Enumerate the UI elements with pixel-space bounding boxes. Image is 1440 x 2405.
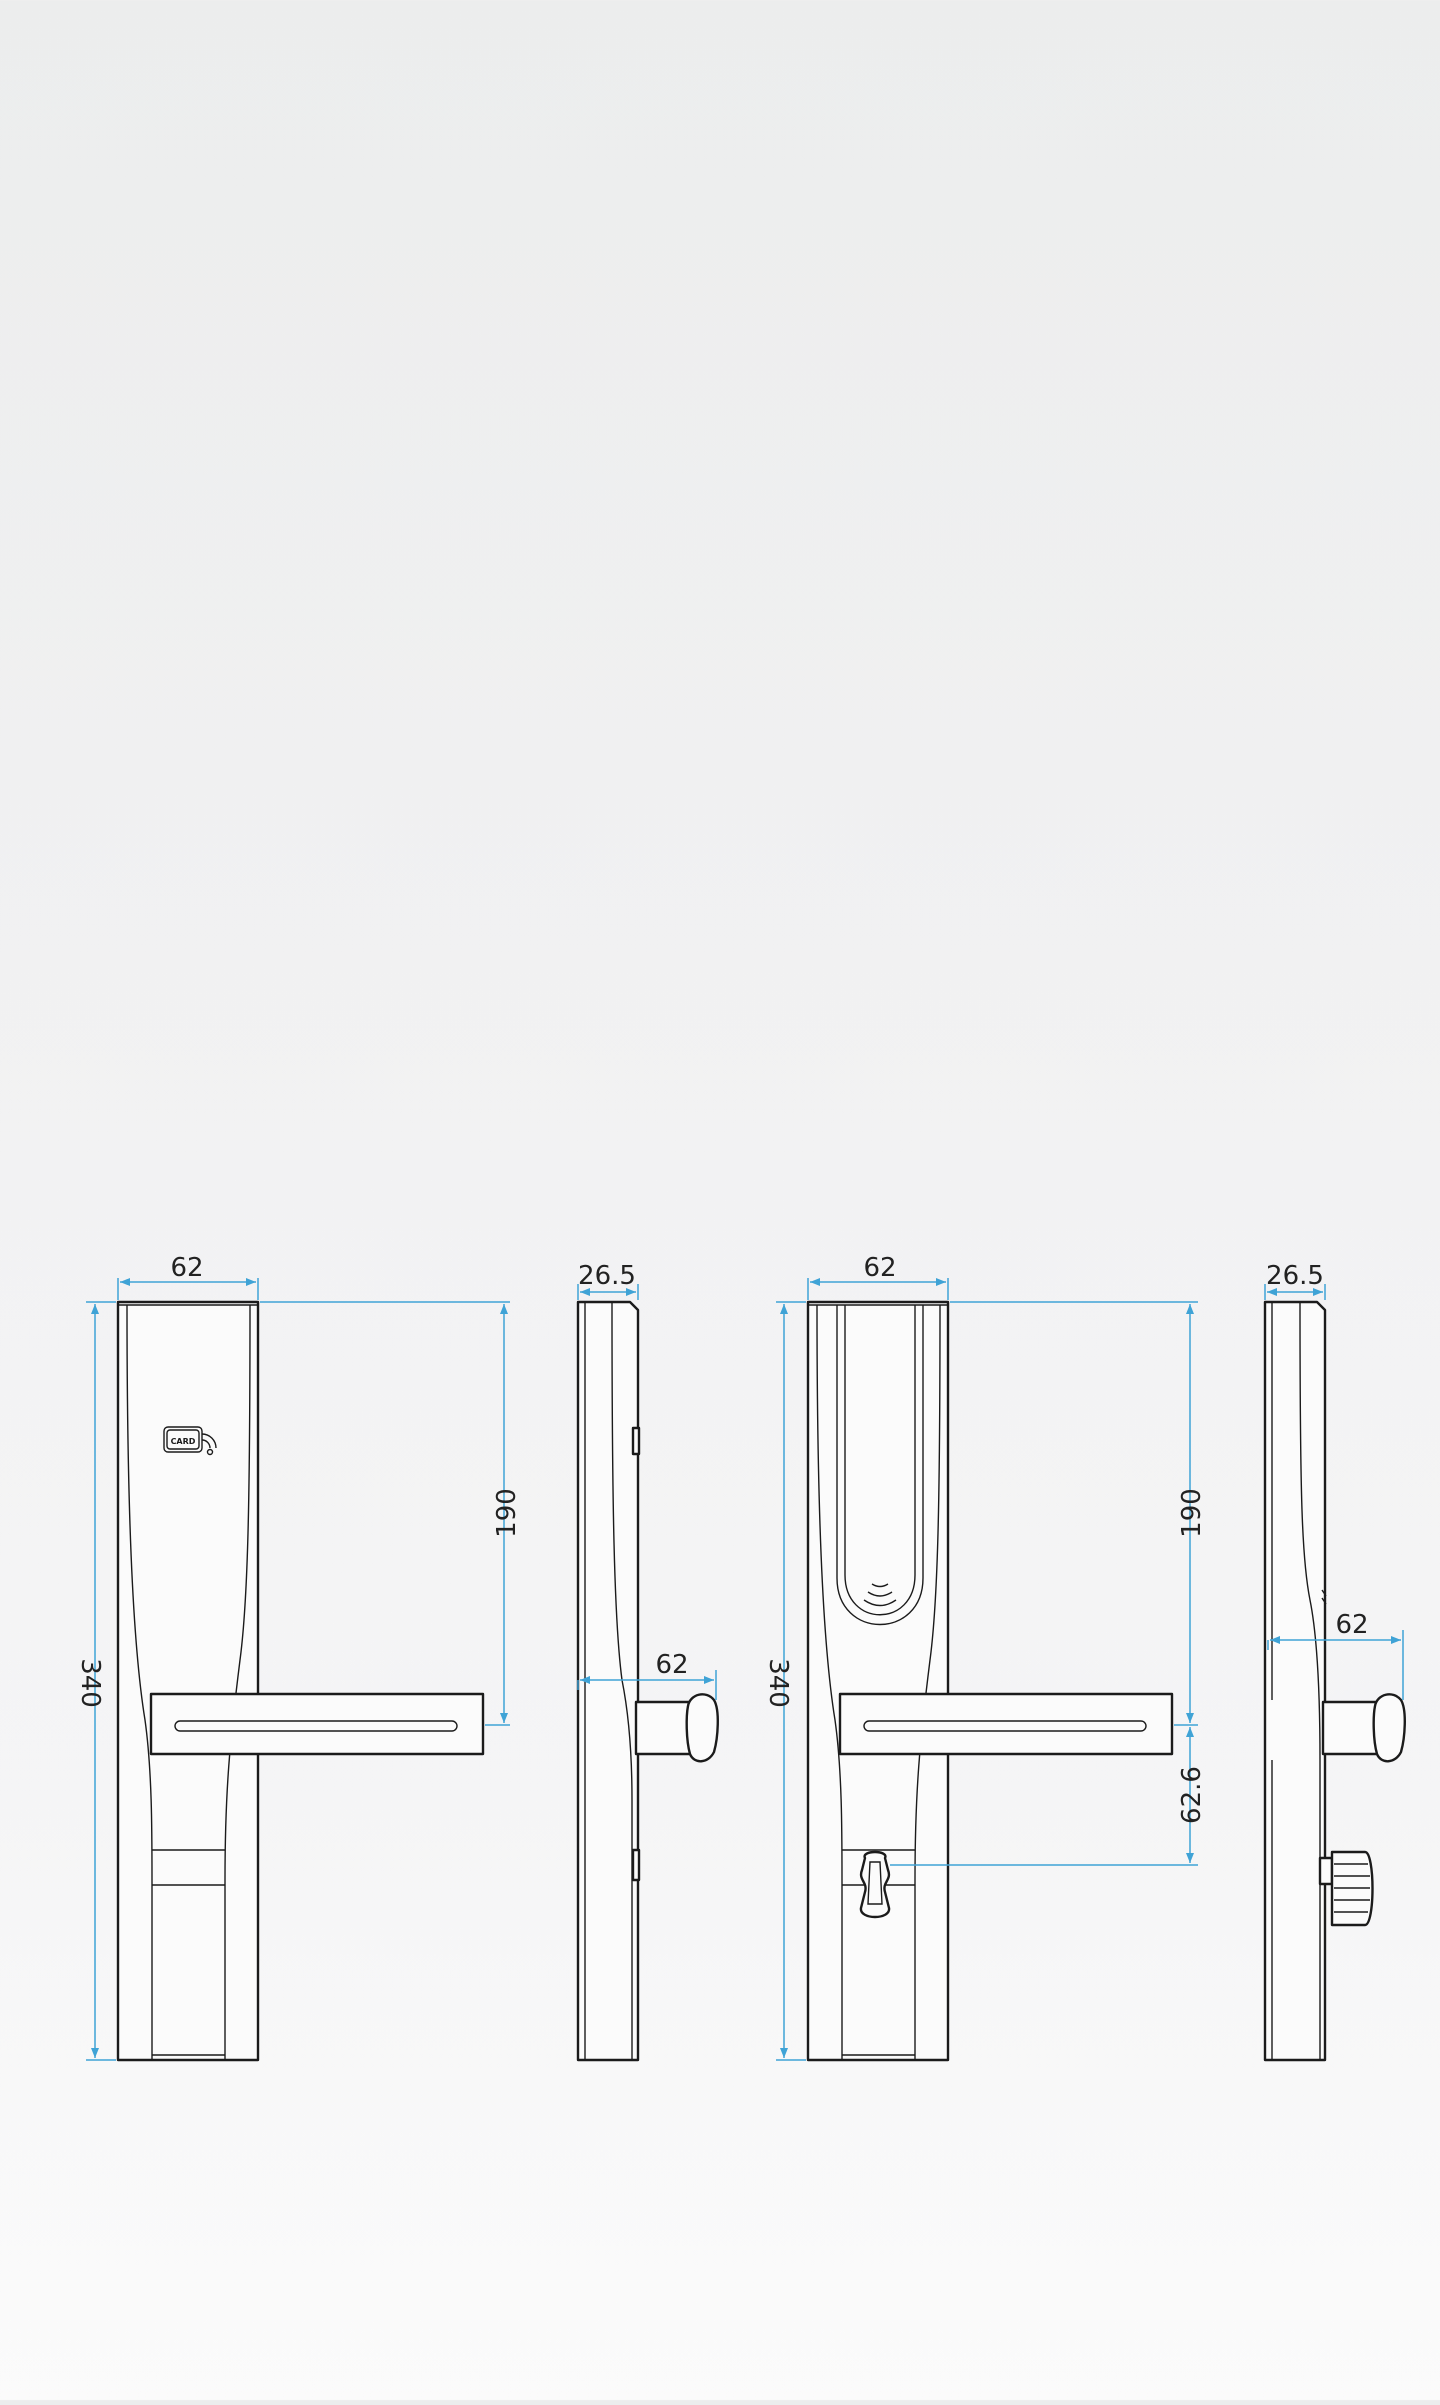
dimension-width-label: 62 [863, 1253, 896, 1283]
dimension-depth: 26.5 [1264, 1261, 1326, 1300]
key-cylinder [842, 1849, 915, 1919]
dimension-lower-label: 62.6 [1177, 1766, 1207, 1824]
dimension-upper-label: 190 [492, 1488, 522, 1538]
dimension-depth-label: 26.5 [1266, 1261, 1324, 1291]
card-icon: CARD [163, 1426, 217, 1456]
lever-handle [838, 1692, 1174, 1756]
thumb-turn [1318, 1850, 1374, 1927]
dimension-upper: 190 [950, 1301, 1207, 1726]
dimension-handle-label: 62 [1335, 1610, 1368, 1640]
lever-handle [149, 1692, 485, 1756]
dimension-height-label: 340 [763, 1658, 793, 1708]
front-view-card: CARD 62 340 190 [75, 1253, 522, 2062]
dimension-upper: 190 [260, 1301, 522, 1726]
side-view-2: 26.5 62 [1263, 1261, 1406, 2062]
dimension-height: 340 [75, 1301, 116, 2061]
lever-knob-side [1321, 1693, 1406, 1763]
dimension-lower: 62.6 [890, 1727, 1207, 1866]
dimension-width: 62 [807, 1253, 949, 1300]
dimension-height: 340 [763, 1301, 806, 2061]
dimension-width-label: 62 [170, 1253, 203, 1283]
dimension-handle: 62 [577, 1650, 717, 1700]
card-reader-window [836, 1305, 924, 1625]
dimension-upper-label: 190 [1177, 1488, 1207, 1538]
lever-knob-side [634, 1693, 719, 1763]
side-view-1: 26.5 62 [576, 1261, 719, 2062]
dimension-handle: 62 [1267, 1610, 1404, 1700]
card-label: CARD [171, 1437, 196, 1446]
dimension-depth: 26.5 [577, 1261, 639, 1300]
dimension-depth-label: 26.5 [578, 1261, 636, 1291]
dimension-handle-label: 62 [655, 1650, 688, 1680]
dimension-width: 62 [117, 1253, 259, 1300]
front-view-reader: 62 340 190 62.6 [763, 1253, 1207, 2062]
dimension-height-label: 340 [75, 1658, 105, 1708]
